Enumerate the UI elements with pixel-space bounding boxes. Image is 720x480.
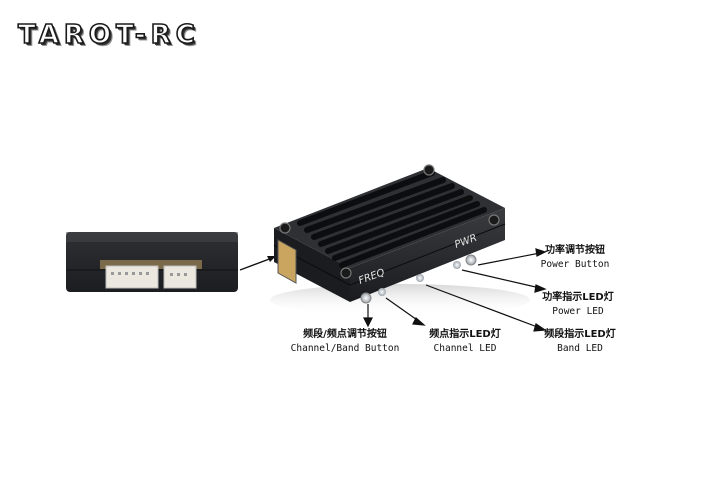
channel-band-button-knob bbox=[360, 292, 372, 304]
power-button-knob bbox=[465, 254, 477, 266]
connector-large bbox=[105, 265, 159, 289]
channel-led bbox=[378, 288, 386, 296]
power-led-callout: 功率指示LED灯 Power LED bbox=[542, 292, 614, 317]
channel-band-button-callout: 频段/频点调节按钮 Channel/Band Button bbox=[290, 329, 400, 354]
band-led-callout: 频段指示LED灯 Band LED bbox=[544, 329, 616, 354]
main-device: FREQ PWR bbox=[270, 164, 530, 316]
tarot-rc-logo: TAROT-RC bbox=[17, 19, 200, 51]
power-led bbox=[453, 261, 461, 269]
channel-led-callout: 频点指示LED灯 Channel LED bbox=[429, 329, 501, 354]
connector-small bbox=[163, 265, 197, 289]
band-led bbox=[416, 274, 424, 282]
side-view-device bbox=[66, 232, 238, 292]
power-button-callout: 功率调节按钮 Power Button bbox=[540, 245, 610, 270]
